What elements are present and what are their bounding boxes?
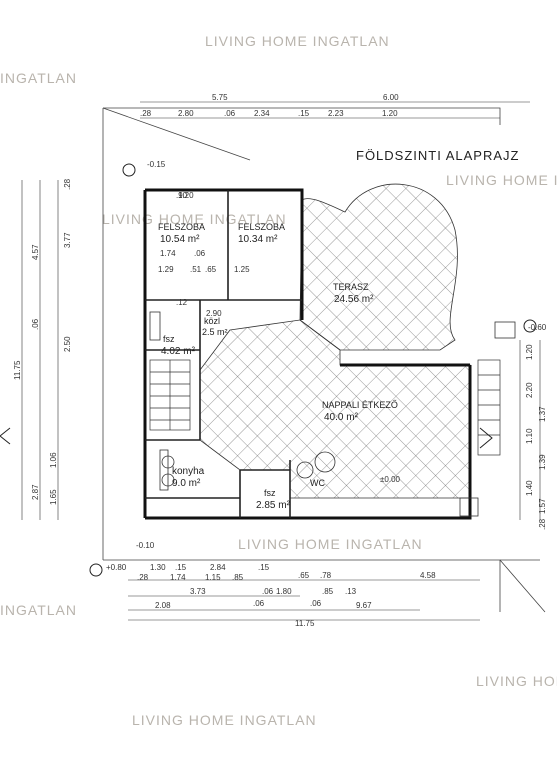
dim-bottom-3: 2.84 [210, 563, 226, 572]
dim-bottom-7: 4.58 [420, 571, 436, 580]
watermark-mid: LIVING HOME INGATLAN [102, 211, 287, 227]
level-mark-5: -0.60 [528, 323, 547, 332]
room-area-kozl: 2.5 m² [202, 327, 228, 337]
dim-left-9: .28 [63, 178, 72, 190]
dim-right-1: 1.20 [525, 344, 534, 360]
dim-right-6: 1.57 [538, 498, 547, 514]
room-label-nappali: NAPPALI ÉTKEZŐ [322, 400, 398, 410]
dim-bottom-13: 3.73 [190, 587, 206, 596]
dim-top-7: .15 [298, 109, 310, 118]
level-mark-3: -0.10 [136, 541, 155, 550]
room-area-terasz: 24.56 m² [334, 294, 374, 305]
dim-left-3: 11.75 [13, 360, 22, 380]
room-label-felszoba-2: FELSZOBA [238, 222, 285, 232]
dim-right-7: 1.39 [538, 454, 547, 470]
inner-dim-6: 1.25 [234, 265, 250, 274]
room-area-nappali: 40.0 m² [324, 412, 359, 423]
level-mark-2: ±0.00 [380, 475, 401, 484]
dim-top-1: 5.75 [212, 93, 228, 102]
inner-dim-7: .90 [176, 191, 188, 200]
interior-walls [145, 190, 302, 518]
dim-left-8: .06 [31, 318, 40, 330]
dim-top-9: 1.20 [382, 109, 398, 118]
dim-bottom-4: .15 [258, 563, 270, 572]
watermark-left-partial: INGATLAN [0, 70, 77, 86]
inner-dim-5: .65 [205, 265, 217, 274]
dimension-lines [21, 101, 541, 621]
dim-top-6: 2.34 [254, 109, 270, 118]
dim-bottom-16: .85 [322, 587, 334, 596]
room-area-felszoba-1: 10.54 m² [160, 234, 200, 245]
dim-bottom-21: 11.75 [295, 619, 315, 628]
watermark-center: LIVING HOME INGATLAN [238, 536, 423, 552]
inner-dim-8: 2.90 [206, 309, 222, 318]
watermark-bottom: LIVING HOME INGATLAN [132, 712, 317, 728]
dim-right-2: 2.20 [525, 382, 534, 398]
dim-right-5: 1.40 [525, 480, 534, 496]
watermark-left-bottom: INGATLAN [0, 602, 77, 618]
room-label-fsz-2: fsz [264, 488, 276, 498]
dim-bottom-10: 1.15 [205, 573, 221, 582]
room-label-kozl: közl [204, 316, 220, 326]
dim-bottom-1: 1.30 [150, 563, 166, 572]
dim-bottom-12: .06 [262, 587, 274, 596]
inner-dim-10: .12 [176, 298, 188, 307]
inner-dim-4: .51 [190, 265, 202, 274]
dim-bottom-19: .06 [310, 599, 322, 608]
level-mark-1: -0.15 [147, 160, 166, 169]
room-area-fsz-2: 2.85 m² [256, 500, 291, 511]
dim-top-3: .28 [140, 109, 152, 118]
dim-left-2: 3.77 [63, 232, 72, 248]
room-area-felszoba-2: 10.34 m² [238, 234, 278, 245]
dim-bottom-17: .13 [345, 587, 357, 596]
dim-bottom-14: .06 [253, 599, 265, 608]
dim-left-6: 1.65 [49, 489, 58, 505]
watermark-right-bottom: LIVING HOME INGATLAN [476, 673, 557, 689]
dim-right-4: 1.10 [525, 428, 534, 444]
dim-bottom-6: .78 [320, 571, 332, 580]
room-label-felszoba-1: FELSZOBA [158, 222, 205, 232]
inner-dim-1: 1.74 [160, 249, 176, 258]
dim-bottom-20: 9.67 [356, 601, 372, 610]
dim-left-5: 2.87 [31, 484, 40, 500]
plan-title: FÖLDSZINTI ALAPRAJZ [356, 148, 520, 163]
dim-bottom-15: 1.80 [276, 587, 292, 596]
dim-top-8: 2.23 [328, 109, 344, 118]
room-label-konyha: konyha [172, 466, 205, 477]
room-area-fsz-1: 4.02 m² [161, 346, 196, 357]
dim-bottom-2: .15 [175, 563, 187, 572]
dim-top-4: 2.80 [178, 109, 194, 118]
dim-right-8: .28 [538, 518, 547, 530]
section-markers [0, 163, 537, 577]
dim-left-4: 2.50 [63, 336, 72, 352]
room-label-fsz-1: fsz [163, 334, 175, 344]
staircase [149, 359, 501, 456]
room-label-wc: WC [310, 478, 325, 488]
dim-bottom-11: .85 [232, 573, 244, 582]
room-area-konyha: 9.0 m² [172, 478, 201, 489]
watermark-right-partial: LIVING HOME I [446, 172, 557, 188]
hatched-floor [199, 183, 471, 499]
inner-dim-9: 1.20 [178, 191, 194, 200]
dim-bottom-5: .65 [298, 571, 310, 580]
dim-top-2: 6.00 [383, 93, 399, 102]
dim-bottom-9: 1.74 [170, 573, 186, 582]
inner-dim-3: 1.29 [158, 265, 174, 274]
dim-left-1: 4.57 [31, 244, 40, 260]
exterior-walls [143, 188, 472, 520]
fixtures [149, 311, 516, 517]
dim-top-5: .06 [224, 109, 236, 118]
dim-bottom-18: 2.08 [155, 601, 171, 610]
inner-dim-2: .06 [194, 249, 206, 258]
room-label-terasz: TERASZ [333, 282, 369, 292]
watermark-top: LIVING HOME INGATLAN [205, 33, 390, 49]
dim-bottom-8: .28 [137, 573, 149, 582]
dim-left-7: 1.06 [49, 452, 58, 468]
level-mark-4: +0.80 [106, 563, 127, 572]
site-outline [102, 107, 546, 613]
dim-right-3: 1.37 [538, 406, 547, 422]
